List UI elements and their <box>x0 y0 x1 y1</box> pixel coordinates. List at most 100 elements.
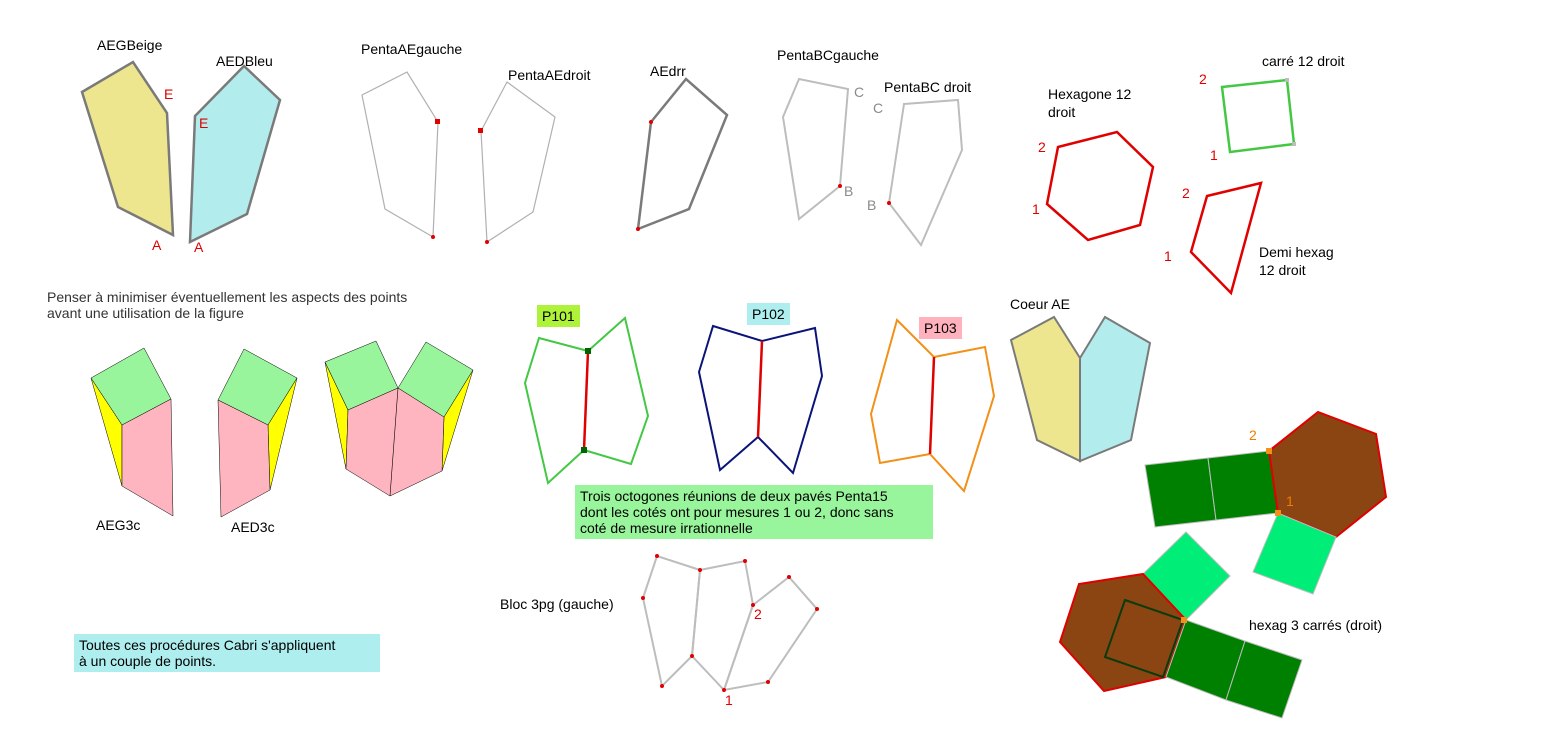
penta-ae-droit-point[interactable] <box>485 240 489 244</box>
bloc-3pg-point[interactable] <box>655 554 659 558</box>
note-minimise-line2: avant une utilisation de la figure <box>47 305 244 321</box>
carre-12-droit[interactable] <box>1220 78 1296 154</box>
penta-ae-gauche-point[interactable] <box>431 235 435 239</box>
hexag3-point-orange[interactable] <box>1181 617 1187 623</box>
note-cabri-line1: Toutes ces procédures Cabri s'appliquent <box>79 637 336 653</box>
vertex-label-1: 1 <box>1164 248 1172 264</box>
vertex-label-a: A <box>152 237 162 253</box>
bloc-3pg-point[interactable] <box>690 654 694 658</box>
aeg3c-pink-face[interactable] <box>121 398 174 517</box>
vertex-label-c: C <box>854 84 865 100</box>
hexag3-point-orange[interactable] <box>1275 510 1281 516</box>
penta-bc-droit[interactable] <box>887 98 964 247</box>
note-minimise-points: Penser à minimiser éventuellement les as… <box>47 289 407 321</box>
bloc-3pg-point[interactable] <box>743 559 747 563</box>
bloc-3pg-right[interactable] <box>722 575 819 692</box>
vertex-label-1: 1 <box>725 692 733 708</box>
label-ae-drr: AEdrr <box>650 63 686 79</box>
label-aeg-beige: AEGBeige <box>97 37 163 53</box>
vertex-label-2: 2 <box>1199 71 1207 87</box>
bloc-3pg-point[interactable] <box>641 596 645 600</box>
penta-bc-gauche[interactable] <box>781 77 850 221</box>
penta-ae-gauche-point[interactable] <box>435 119 440 124</box>
aed-bleu-pentagon[interactable] <box>188 64 282 245</box>
penta-bc-point[interactable] <box>887 201 891 205</box>
vertex-label-e: E <box>164 86 174 102</box>
vertex-label-b: B <box>867 197 877 213</box>
vertex-label-1: 1 <box>1210 147 1218 163</box>
label-hexagone-12: Hexagone 12 <box>1048 86 1132 102</box>
vertex-label-1: 1 <box>1032 201 1040 217</box>
vertex-label-2: 2 <box>1249 427 1257 443</box>
note-cabri: Toutes ces procédures Cabri s'appliquent… <box>74 634 380 672</box>
vertex-label-b: B <box>844 183 854 199</box>
note-minimise-line1: Penser à minimiser éventuellement les as… <box>47 289 408 305</box>
note-octogones: Trois octogones réunions de deux pavés P… <box>575 485 933 539</box>
note-octogones-line3: coté de mesure irrationnelle <box>580 520 753 536</box>
bloc3c-divider <box>389 387 399 497</box>
bloc-3pg-left[interactable] <box>641 554 702 689</box>
bloc-3pg-point[interactable] <box>722 688 726 692</box>
vertex-label-2: 2 <box>1038 139 1046 155</box>
label-hexag-3-carres: hexag 3 carrés (droit) <box>1249 617 1383 633</box>
p102-octagon[interactable] <box>697 324 824 475</box>
vertex-label-2: 2 <box>754 606 762 622</box>
bloc-3pg-point[interactable] <box>751 603 755 607</box>
p101-point[interactable] <box>581 447 587 453</box>
aed3c-pink-face[interactable] <box>217 399 271 518</box>
label-bloc-3pg: Bloc 3pg (gauche) <box>500 596 614 612</box>
badge-p102: P102 <box>747 303 790 325</box>
p101-point[interactable] <box>585 348 591 354</box>
label-carre-12-droit: carré 12 droit <box>1262 53 1345 69</box>
label-demi-hexag-12-droit: 12 droit <box>1259 262 1306 278</box>
bloc-3pg-point[interactable] <box>660 684 664 688</box>
label-penta-bc-droit: PentaBC droit <box>884 79 972 95</box>
coeur-ae-blue[interactable] <box>1079 315 1152 463</box>
label-hexagone-12-droit: droit <box>1048 104 1076 120</box>
note-octogones-line2: dont les cotés ont pour mesures 1 ou 2, … <box>580 504 894 520</box>
bloc-3pg-point[interactable] <box>815 607 819 611</box>
penta-bc-point[interactable] <box>838 184 842 188</box>
aeg-beige-pentagon[interactable] <box>80 60 175 238</box>
ae-drr-outline[interactable] <box>636 77 729 231</box>
p103-octagon[interactable] <box>869 318 996 493</box>
hexag3-lower-dark-square-right[interactable] <box>1225 640 1303 719</box>
label-aed-bleu: AEDBleu <box>216 53 273 69</box>
vertex-label-e: E <box>199 115 209 131</box>
hexag3-upper-dark-square-left[interactable] <box>1144 457 1217 528</box>
badge-p103: P103 <box>919 317 962 339</box>
note-octogones-line1: Trois octogones réunions de deux pavés P… <box>580 488 888 504</box>
carre-12-point[interactable] <box>1285 78 1289 82</box>
penta-ae-gauche[interactable] <box>361 71 439 239</box>
p103-divider <box>928 356 936 455</box>
bloc-3pg-point[interactable] <box>787 575 791 579</box>
hexag3-upper-dark-square-right[interactable] <box>1207 450 1279 521</box>
hexagone-12-droit[interactable] <box>1045 130 1155 242</box>
bloc-3pg-point[interactable] <box>766 680 770 684</box>
hexag3-lower-inner-square[interactable] <box>1103 598 1185 679</box>
vertex-label-c: C <box>873 100 884 116</box>
ae-drr-point[interactable] <box>636 227 640 231</box>
label-aeg3c: AEG3c <box>96 517 141 533</box>
penta-ae-droit-point[interactable] <box>478 128 483 133</box>
bloc-3pg-middle[interactable] <box>690 559 755 692</box>
label-coeur-ae: Coeur AE <box>1010 296 1070 312</box>
label-demi-hexag: Demi hexag <box>1259 244 1334 260</box>
p101-octagon[interactable] <box>523 316 650 485</box>
coeur-ae-beige[interactable] <box>1009 315 1081 463</box>
p101-divider <box>582 350 590 451</box>
vertex-label-1: 1 <box>1286 493 1294 509</box>
carre-12-point[interactable] <box>1292 142 1296 146</box>
hexag3-point-orange[interactable] <box>1266 448 1272 454</box>
vertex-label-2: 2 <box>1182 185 1190 201</box>
demi-hexag-12-droit[interactable] <box>1189 181 1263 296</box>
label-penta-ae-droit: PentaAEdroit <box>508 67 591 83</box>
bloc-3pg-point[interactable] <box>698 568 702 572</box>
label-penta-ae-gauche: PentaAEgauche <box>361 41 463 57</box>
label-aed3c: AED3c <box>231 519 275 535</box>
hexag3-upper-mint-square[interactable] <box>1252 512 1337 595</box>
penta-ae-droit[interactable] <box>480 81 556 244</box>
label-penta-bc-gauche: PentaBCgauche <box>777 47 879 63</box>
ae-drr-point[interactable] <box>649 120 653 124</box>
